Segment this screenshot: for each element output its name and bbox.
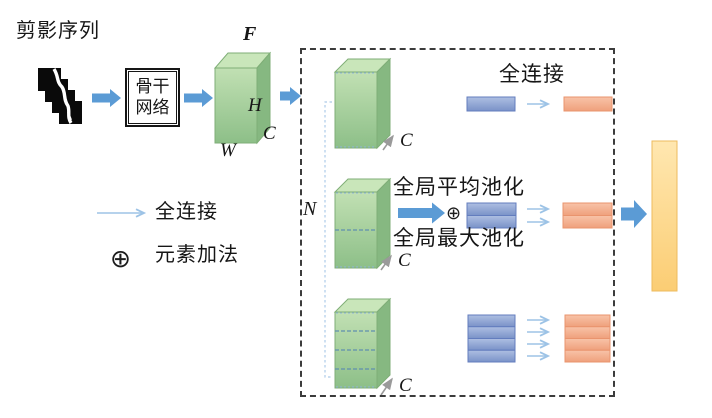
arrow-backbone-to-feature — [184, 89, 213, 107]
backbone-label-line2: 网络 — [135, 97, 170, 117]
backbone-network-inner: 骨干 网络 — [128, 71, 177, 124]
final-feature-bar — [651, 140, 678, 292]
channel-arrow-2 — [380, 254, 392, 271]
backbone-network-box: 骨干 网络 — [125, 68, 180, 127]
channel-symbol-3: C — [399, 375, 412, 396]
bar-row3-orange — [564, 314, 611, 363]
bar-row3-blue — [467, 314, 516, 363]
bar-row1-orange — [563, 96, 613, 112]
arrow-feature-to-partition — [280, 87, 301, 105]
partition-bracket — [324, 101, 332, 378]
channel-symbol-2: C — [398, 250, 411, 271]
arrow-input-to-backbone — [92, 89, 121, 107]
feature-cube — [213, 51, 272, 145]
arrow-pooling — [398, 202, 445, 224]
backbone-label-line1: 骨干 — [135, 76, 170, 96]
channel-symbol-feature: C — [263, 123, 276, 144]
partition-region-box — [300, 48, 615, 397]
max-pool-label: 全局最大池化 — [393, 226, 525, 250]
avg-pool-label: 全局平均池化 — [393, 175, 525, 199]
width-symbol: W — [220, 140, 236, 161]
fc-top-label: 全连接 — [499, 62, 565, 86]
bar-row2-orange — [562, 202, 613, 229]
channel-symbol-1: C — [400, 130, 413, 151]
bar-row2-blue — [466, 202, 517, 229]
partition-cube-1 — [333, 57, 392, 150]
channel-arrow-1 — [382, 134, 394, 151]
legend-add-label: 元素加法 — [155, 244, 239, 266]
bar-row1-blue — [466, 96, 516, 112]
silhouette-sequence-icon — [38, 68, 82, 124]
height-symbol: H — [248, 95, 262, 116]
arrow-output — [621, 200, 647, 228]
partition-cube-3 — [333, 297, 392, 390]
channel-arrow-3 — [380, 377, 393, 396]
partition-count-symbol: N — [303, 198, 317, 220]
element-add-icon-legend: ⊕ — [110, 244, 131, 273]
input-sequence-label: 剪影序列 — [16, 20, 100, 42]
element-add-icon-branch: ⊕ — [446, 203, 462, 224]
legend-fc-label: 全连接 — [155, 201, 218, 223]
feature-map-symbol: F — [243, 23, 257, 45]
